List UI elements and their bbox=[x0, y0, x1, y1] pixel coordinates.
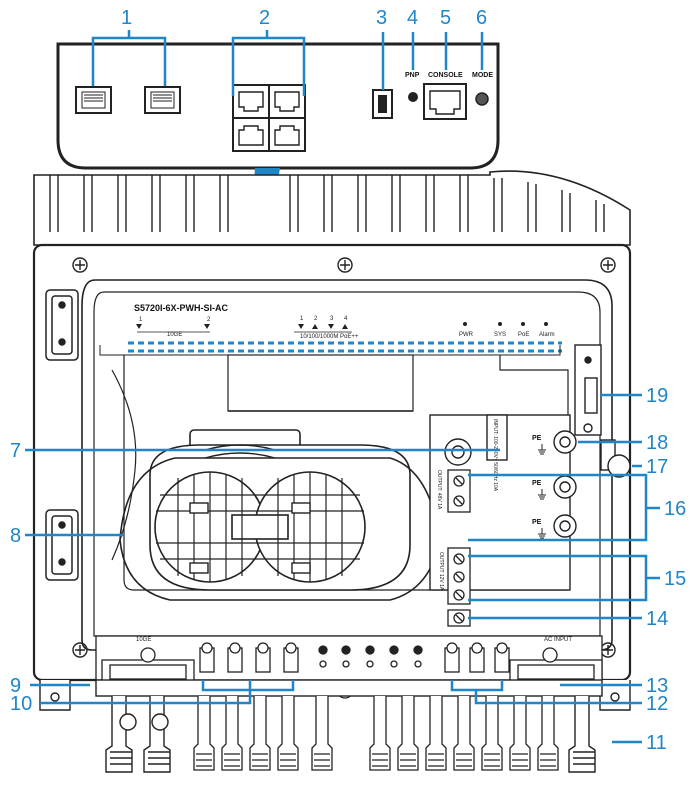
callout-lines-side bbox=[25, 393, 660, 744]
port-panel-inset: PNP CONSOLE MODE bbox=[56, 42, 500, 170]
callout-4: 4 bbox=[407, 7, 418, 29]
console-label: CONSOLE bbox=[428, 72, 463, 79]
callout-13: 13 bbox=[646, 675, 668, 697]
left-hinges bbox=[45, 289, 79, 581]
poe-output-label: OUTPUT: 48V 1A bbox=[436, 470, 442, 510]
callout-18: 18 bbox=[646, 432, 668, 454]
callout-14: 14 bbox=[646, 608, 668, 630]
uplink-port-2 bbox=[144, 86, 181, 114]
callout-lines-top bbox=[91, 30, 484, 96]
callout-1: 1 bbox=[121, 7, 132, 29]
alarm-led-label: Alarm bbox=[539, 332, 555, 338]
callout-10: 10 bbox=[10, 693, 32, 715]
callout-12: 12 bbox=[646, 693, 668, 715]
poe-led-label: PoE bbox=[518, 332, 529, 338]
callout-11: 11 bbox=[646, 732, 667, 754]
callout-5: 5 bbox=[440, 7, 451, 29]
device-body: S5720I-6X-PWH-SI-AC 1 2 10GE 1 2 3 4 10/… bbox=[32, 170, 632, 773]
pe-label-2: PE bbox=[532, 480, 542, 487]
callout-3: 3 bbox=[376, 7, 387, 29]
mode-label: MODE bbox=[472, 72, 493, 79]
cable-glands bbox=[95, 679, 603, 773]
callout-17: 17 bbox=[646, 456, 668, 478]
callout-8: 8 bbox=[10, 525, 21, 547]
ac-input-label: AC INPUT bbox=[544, 637, 572, 643]
callout-7: 7 bbox=[10, 440, 21, 462]
uplink-led-1-label: 1 bbox=[139, 317, 143, 323]
small-glands bbox=[193, 696, 559, 771]
mode-button bbox=[475, 92, 489, 106]
fiber-tray-clips bbox=[189, 444, 311, 574]
fin-lines bbox=[49, 175, 605, 232]
copper-led-3-label: 3 bbox=[330, 316, 334, 322]
copper-led-1-label: 1 bbox=[300, 316, 304, 322]
sys-led-label: SYS bbox=[494, 332, 506, 338]
callout-6: 6 bbox=[476, 7, 487, 29]
sfp-group-label: 10GE bbox=[136, 637, 151, 643]
power-rating-label: INPUT: 100-240V~ 50/60Hz 10A bbox=[492, 419, 498, 492]
pnp-button bbox=[408, 92, 418, 102]
terminal-output-label: OUTPUT 12V 1A bbox=[438, 552, 444, 591]
bottom-connectors bbox=[199, 642, 510, 699]
callout-15: 15 bbox=[664, 568, 686, 590]
callout-16: 16 bbox=[664, 498, 686, 520]
usb-port bbox=[372, 89, 393, 119]
pe-label-1: PE bbox=[532, 435, 542, 442]
bottom-panel bbox=[95, 635, 603, 686]
console-port bbox=[423, 83, 467, 120]
copper-group-label: 10/100/1000M PoE++ bbox=[300, 334, 359, 340]
model-label: S5720I-6X-PWH-SI-AC bbox=[134, 303, 229, 313]
copper-port-block bbox=[232, 84, 306, 152]
uplink-group-label: 10GE bbox=[167, 332, 182, 338]
pwr-led-label: PWR bbox=[459, 332, 474, 338]
copper-led-2-label: 2 bbox=[314, 316, 318, 322]
callout-numbers: 1 2 3 4 5 6 7 8 9 10 11 12 13 14 15 16 1… bbox=[10, 7, 686, 754]
pe-label-3: PE bbox=[532, 519, 542, 526]
callout-19: 19 bbox=[646, 385, 668, 407]
terminal-blocks bbox=[447, 469, 471, 627]
callout-9: 9 bbox=[10, 675, 21, 697]
callout-2: 2 bbox=[259, 7, 270, 29]
copper-led-4-label: 4 bbox=[344, 316, 348, 322]
pnp-label: PNP bbox=[405, 72, 420, 79]
uplink-led-2-label: 2 bbox=[207, 317, 211, 323]
uplink-port-1 bbox=[75, 86, 112, 114]
fiber-tray bbox=[119, 429, 441, 601]
